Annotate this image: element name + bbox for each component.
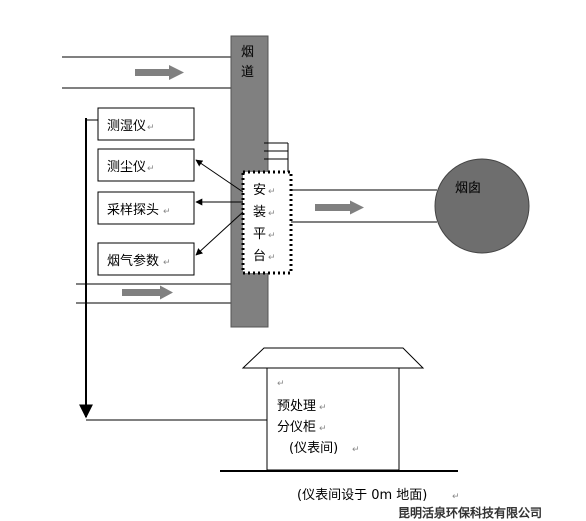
arrow-to-dust-meter: [195, 159, 244, 193]
instrument-humidity-meter: 测湿仪 ↵: [97, 107, 195, 141]
instrument-label: 烟气参数: [107, 253, 159, 269]
chimney: 烟囱: [434, 158, 530, 254]
platform-label-2: 装: [253, 205, 266, 220]
platform-label-4: 台: [253, 249, 266, 264]
flow-arrow-outlet: [315, 204, 350, 211]
svg-text:↵: ↵: [268, 187, 276, 197]
instrument-sampling-probe: 采样探头 ↵: [97, 191, 195, 225]
svg-text:↵: ↵: [319, 403, 327, 413]
instrument-flue-gas-parameters: 烟气参数 ↵: [97, 242, 195, 276]
flow-arrow-bottom-head: [160, 285, 173, 300]
svg-text:↵: ↵: [163, 207, 171, 217]
flow-arrow-top: [135, 69, 169, 76]
flue-label-1: 烟: [241, 45, 254, 60]
flue-label-2: 道: [241, 65, 254, 80]
svg-text:↵: ↵: [277, 379, 285, 389]
svg-text:↵: ↵: [163, 258, 171, 268]
ground-note: (仪表间设于 0m 地面): [297, 488, 427, 503]
instrument-dust-meter: 测尘仪 ↵: [97, 148, 195, 182]
instrument-label: 采样探头: [107, 203, 159, 218]
flow-arrow-bottom: [122, 289, 160, 296]
flow-arrow-top-head: [169, 65, 184, 80]
flow-arrow-outlet-head: [350, 200, 364, 215]
cabinet-roof: [241, 347, 425, 369]
signal-line: [79, 118, 267, 421]
chimney-label: 烟囱: [455, 181, 481, 196]
svg-text:↵: ↵: [319, 424, 327, 434]
company-name: 昆明活泉环保科技有限公司: [398, 505, 542, 520]
platform-railing: [264, 142, 289, 172]
svg-text:↵: ↵: [268, 253, 276, 263]
cabinet-label-1: 预处理: [277, 399, 316, 414]
instrument-cabinet: ↵ 预处理 ↵ 分仪柜 ↵ (仪表间) ↵: [220, 347, 458, 472]
svg-text:↵: ↵: [268, 209, 276, 219]
svg-text:↵: ↵: [352, 445, 360, 455]
svg-text:↵: ↵: [268, 231, 276, 241]
inlet-duct-top: [62, 56, 231, 89]
svg-text:↵: ↵: [147, 164, 155, 174]
instrument-label: 测尘仪: [107, 160, 146, 175]
svg-text:↵: ↵: [147, 123, 155, 133]
cabinet-body: [266, 367, 400, 471]
svg-text:↵: ↵: [452, 492, 460, 502]
connection-arrows: [195, 159, 244, 256]
arrow-to-flue-gas-parameters: [195, 211, 244, 256]
platform-label-1: 安: [253, 183, 266, 198]
instrument-label: 测湿仪: [107, 119, 146, 134]
inlet-duct-bottom: [76, 283, 231, 304]
outlet-duct: [291, 189, 437, 223]
installation-platform: 安 装 平 台 ↵ ↵ ↵ ↵: [241, 170, 293, 275]
platform-label-3: 平: [253, 227, 266, 242]
cabinet-label-3: (仪表间): [289, 441, 338, 456]
cabinet-label-2: 分仪柜: [277, 420, 316, 435]
